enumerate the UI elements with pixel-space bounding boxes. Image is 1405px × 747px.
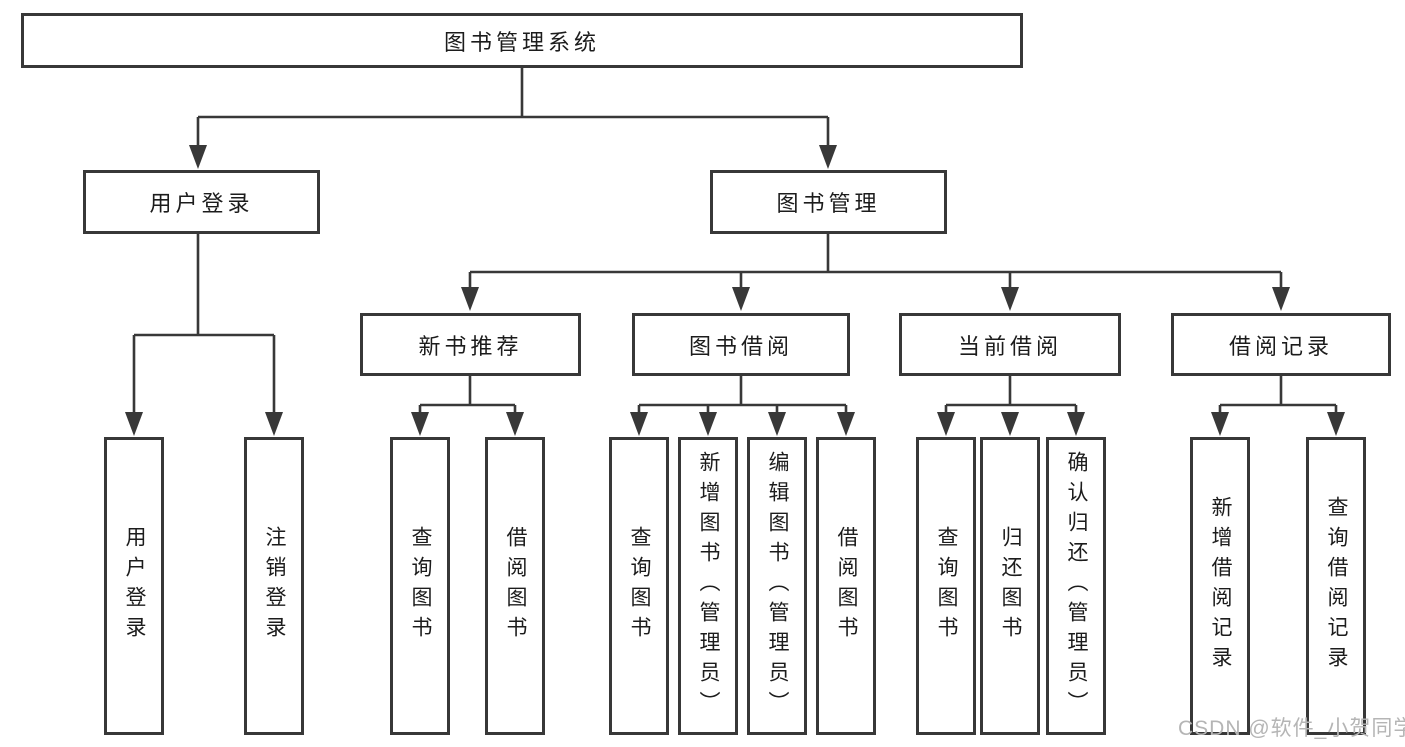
leaf-confirm-return-admin: 确认归还（管理员）: [1046, 437, 1106, 735]
leaf-query-books-3-label: 查询图书: [935, 526, 958, 646]
leaf-add-books-admin-label: 新增图书（管理员）: [697, 451, 720, 721]
leaf-add-borrow-record: 新增借阅记录: [1190, 437, 1250, 735]
leaf-edit-books-admin-label: 编辑图书（管理员）: [766, 451, 789, 721]
node-library-system: 图书管理系统: [21, 13, 1023, 68]
leaf-user-login-label: 用户登录: [123, 526, 146, 646]
leaf-query-borrow-record-label: 查询借阅记录: [1325, 496, 1348, 676]
leaf-query-books-1-label: 查询图书: [409, 526, 432, 646]
node-user-login-label: 用户登录: [149, 191, 254, 216]
leaf-query-books-3: 查询图书: [916, 437, 976, 735]
leaf-logout: 注销登录: [244, 437, 304, 735]
leaf-user-login: 用户登录: [104, 437, 164, 735]
csdn-watermark: CSDN @软件_小贺同学: [1178, 717, 1405, 740]
node-borrow-records-label: 借阅记录: [1228, 333, 1333, 359]
node-book-borrowing-label: 图书借阅: [688, 333, 793, 359]
node-book-borrowing: 图书借阅: [632, 313, 850, 376]
leaf-query-borrow-record: 查询借阅记录: [1306, 437, 1366, 735]
leaf-edit-books-admin: 编辑图书（管理员）: [747, 437, 807, 735]
node-user-login: 用户登录: [83, 170, 320, 234]
leaf-logout-label: 注销登录: [263, 526, 286, 646]
leaf-borrow-books-2-label: 借阅图书: [835, 526, 858, 646]
leaf-query-books-2-label: 查询图书: [628, 526, 651, 646]
connector-lines: [132, 67, 1338, 414]
leaf-confirm-return-admin-label: 确认归还（管理员）: [1065, 451, 1088, 721]
leaf-return-books-label: 归还图书: [999, 526, 1022, 646]
leaf-borrow-books-1-label: 借阅图书: [504, 526, 527, 646]
leaf-return-books: 归还图书: [980, 437, 1040, 735]
leaf-borrow-books-1: 借阅图书: [485, 437, 545, 735]
node-new-book-recommend: 新书推荐: [360, 313, 581, 376]
node-current-borrowing: 当前借阅: [899, 313, 1121, 376]
leaf-query-books-2: 查询图书: [609, 437, 669, 735]
arrowheads: [125, 145, 1345, 436]
leaf-add-borrow-record-label: 新增借阅记录: [1209, 496, 1232, 676]
leaf-borrow-books-2: 借阅图书: [816, 437, 876, 735]
node-library-system-label: 图书管理系统: [443, 29, 600, 55]
leaf-query-books-1: 查询图书: [390, 437, 450, 735]
node-new-book-recommend-label: 新书推荐: [418, 333, 523, 359]
node-book-management-label: 图书管理: [776, 191, 881, 216]
leaf-add-books-admin: 新增图书（管理员）: [678, 437, 738, 735]
node-current-borrowing-label: 当前借阅: [957, 333, 1062, 359]
node-book-management: 图书管理: [710, 170, 947, 234]
node-borrow-records: 借阅记录: [1171, 313, 1391, 376]
